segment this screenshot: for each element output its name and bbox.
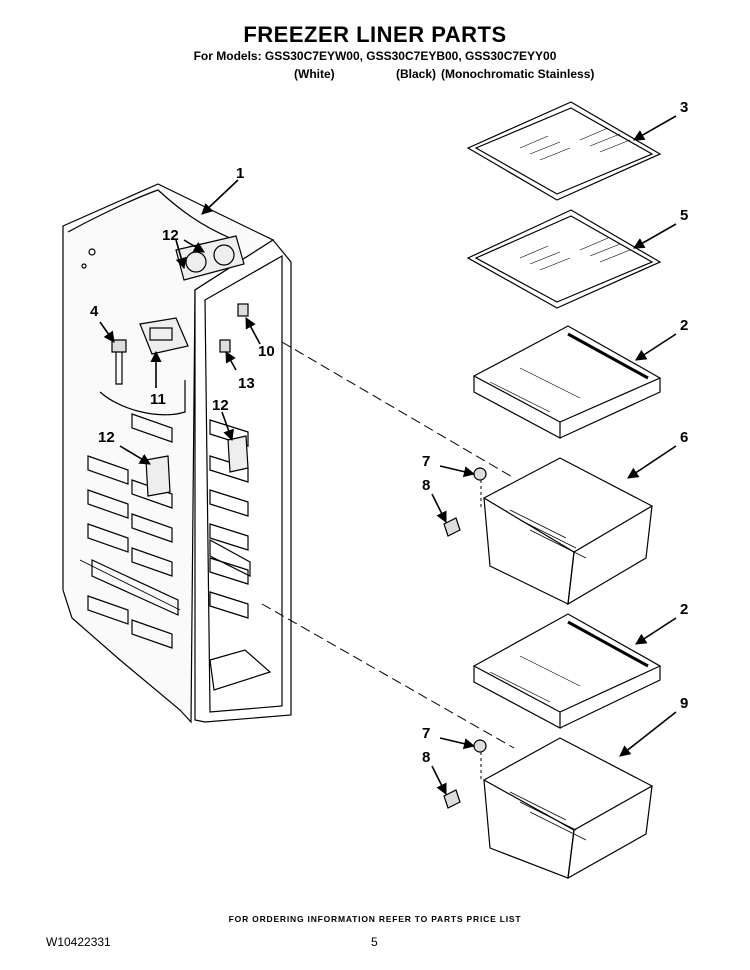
ordering-note: FOR ORDERING INFORMATION REFER TO PARTS … bbox=[228, 914, 522, 924]
callout-1: 1 bbox=[236, 165, 244, 182]
callout-12-left: 12 bbox=[98, 429, 115, 446]
callout-9: 9 bbox=[680, 695, 688, 712]
callout-2-lower: 2 bbox=[680, 601, 688, 618]
page-number: 5 bbox=[371, 935, 378, 949]
glass-shelf-5 bbox=[466, 209, 662, 309]
models-line: For Models: GSS30C7EYW00, GSS30C7EYB00, … bbox=[193, 49, 557, 63]
callout-7-upper: 7 bbox=[422, 453, 430, 470]
shelf-assembly-2-lower bbox=[472, 613, 662, 730]
freezer-pan-6 bbox=[443, 457, 654, 606]
variant-white: (White) bbox=[294, 67, 335, 81]
alignment-lines bbox=[261, 341, 515, 780]
callout-10: 10 bbox=[258, 343, 275, 360]
callout-4: 4 bbox=[90, 303, 99, 320]
freezer-pan-9 bbox=[443, 737, 654, 880]
callout-11: 11 bbox=[150, 391, 166, 408]
callout-6: 6 bbox=[680, 429, 688, 446]
glass-shelf-3 bbox=[466, 101, 662, 201]
callout-2-upper: 2 bbox=[680, 317, 688, 334]
freezer-liner bbox=[62, 183, 292, 724]
leader-lines bbox=[99, 115, 677, 796]
page-title: FREEZER LINER PARTS bbox=[243, 22, 507, 47]
callout-12-top: 12 bbox=[162, 227, 179, 244]
callout-3: 3 bbox=[680, 99, 688, 116]
callout-12-mid: 12 bbox=[212, 397, 229, 414]
callout-5: 5 bbox=[680, 207, 688, 224]
variant-black: (Black) bbox=[396, 67, 437, 81]
callout-13: 13 bbox=[238, 375, 255, 392]
callout-8-upper: 8 bbox=[422, 477, 430, 494]
variant-stainless: (Monochromatic Stainless) bbox=[441, 67, 595, 81]
document-number: W10422331 bbox=[46, 935, 111, 949]
callout-8-lower: 8 bbox=[422, 749, 430, 766]
callout-7-lower: 7 bbox=[422, 725, 430, 742]
shelf-assembly-2-upper bbox=[472, 325, 662, 440]
callout-labels: 1 3 5 2 6 2 9 4 12 12 12 11 10 13 7 8 7 … bbox=[90, 99, 688, 766]
